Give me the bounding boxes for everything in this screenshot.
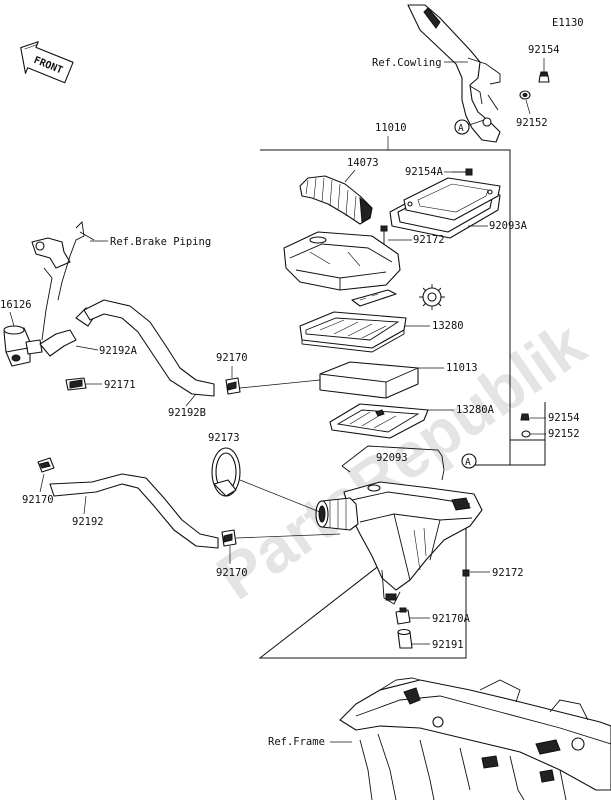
band-clamp-92173 bbox=[211, 447, 241, 497]
label-92192: 92192 bbox=[72, 516, 104, 528]
label-11010: 11010 bbox=[375, 122, 407, 134]
bolt-92154-mid bbox=[520, 413, 530, 421]
front-arrow-icon: FRONT bbox=[20, 41, 74, 84]
label-92093: 92093 bbox=[376, 452, 408, 464]
element-holder-13280A bbox=[329, 403, 429, 439]
label-14073: 14073 bbox=[347, 157, 379, 169]
ref-brake-piping-label: Ref.Brake Piping bbox=[110, 236, 211, 248]
cover-clip bbox=[351, 289, 397, 307]
label-92170-c: 92170 bbox=[216, 567, 248, 579]
brake-piping-bracket bbox=[31, 221, 95, 341]
grommet-92152-top bbox=[519, 90, 531, 100]
air-cleaner-upper-cover bbox=[283, 231, 401, 291]
label-92191: 92191 bbox=[432, 639, 464, 651]
gasket-92093A bbox=[389, 177, 501, 239]
callout-a-mid-label: A bbox=[465, 457, 471, 468]
grommet-92152-mid bbox=[521, 430, 531, 438]
intake-duct-14073 bbox=[299, 175, 373, 225]
filter-element-11013 bbox=[319, 361, 419, 399]
label-92154-top: 92154 bbox=[528, 44, 560, 56]
ref-cowling-label: Ref.Cowling bbox=[372, 57, 442, 69]
label-13280A: 13280A bbox=[456, 404, 495, 416]
inlet-tube bbox=[315, 497, 359, 531]
air-cleaner-housing bbox=[343, 481, 483, 605]
label-92192B: 92192B bbox=[168, 407, 206, 419]
label-11013: 11013 bbox=[446, 362, 478, 374]
label-92170A: 92170A bbox=[432, 613, 471, 625]
frame bbox=[339, 677, 611, 800]
label-92172-bottom: 92172 bbox=[492, 567, 524, 579]
clamp-92170-b bbox=[37, 457, 55, 473]
cowling-bracket bbox=[407, 4, 501, 143]
diagram-code: E1130 bbox=[552, 17, 584, 29]
label-92093A: 92093A bbox=[489, 220, 528, 232]
ref-frame-label: Ref.Frame bbox=[268, 736, 325, 748]
label-92154A: 92154A bbox=[405, 166, 444, 178]
screw-92172-bottom bbox=[462, 540, 470, 577]
clamp-92170-a bbox=[225, 377, 241, 395]
label-92154-mid: 92154 bbox=[548, 412, 580, 424]
label-92173: 92173 bbox=[208, 432, 240, 444]
bolt-92154-top bbox=[538, 71, 550, 83]
valve-16126 bbox=[3, 325, 43, 367]
label-92152-top: 92152 bbox=[516, 117, 548, 129]
label-16126: 16126 bbox=[0, 299, 32, 311]
plug-92191 bbox=[397, 628, 413, 649]
element-holder-13280 bbox=[299, 311, 407, 353]
label-92170-a: 92170 bbox=[216, 352, 248, 364]
seal-92093 bbox=[341, 445, 445, 481]
label-13280: 13280 bbox=[432, 320, 464, 332]
label-92171: 92171 bbox=[104, 379, 136, 391]
screw-92154A bbox=[452, 168, 473, 176]
hose-92192B bbox=[83, 299, 215, 397]
label-92152-mid: 92152 bbox=[548, 428, 580, 440]
label-92170-b: 92170 bbox=[22, 494, 54, 506]
clamp-92170-c bbox=[221, 529, 237, 547]
clip-92171 bbox=[65, 377, 87, 391]
callout-a-top-label: A bbox=[458, 123, 464, 134]
callout-a-top bbox=[454, 119, 470, 135]
label-92172-top: 92172 bbox=[413, 234, 445, 246]
clamp-92170A bbox=[395, 607, 411, 625]
callout-a-mid bbox=[461, 453, 477, 469]
gear-icon bbox=[419, 284, 445, 310]
label-92192A: 92192A bbox=[99, 345, 138, 357]
hose-92192 bbox=[49, 473, 219, 549]
